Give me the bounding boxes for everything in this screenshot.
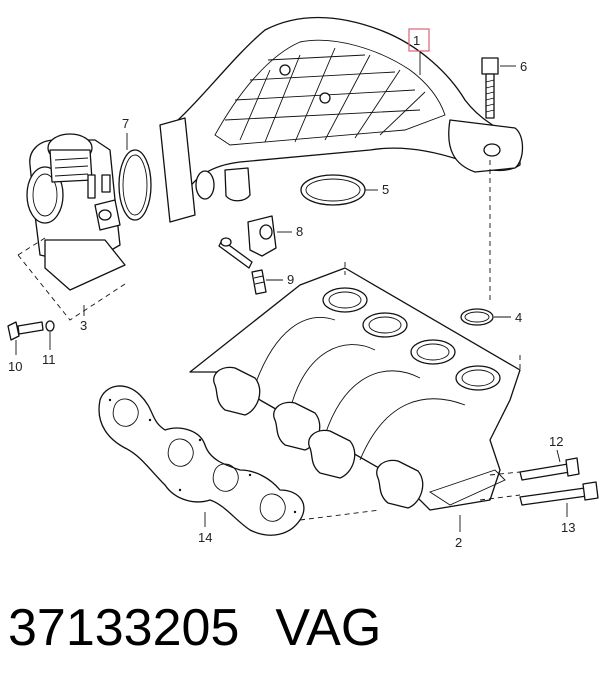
callout-12: 12 [549,434,563,449]
washer-11 [45,320,55,332]
manifold-dash-outline [344,262,521,372]
brand-name: VAG [275,599,382,657]
callout-3: 3 [80,318,87,333]
bolt-6 [481,57,499,119]
parts-diagram: 1 6 5 7 3 10 11 8 [7,16,599,550]
callout-6: 6 [520,59,527,74]
bolt-dash-line [479,471,521,501]
callout-10: 10 [8,359,22,374]
o-ring-5 [300,174,366,206]
callout-9: 9 [287,272,294,287]
throttle-body [26,133,126,291]
callout-11: 11 [42,352,56,367]
intake-gasket-14 [98,385,305,536]
gasket-7 [118,149,152,221]
callout-5: 5 [382,182,389,197]
linkage-rod [218,239,253,269]
callout-4: 4 [515,310,522,325]
bolt-10 [7,321,44,341]
callout-2: 2 [455,535,462,550]
leader-12 [556,449,561,463]
callout-13: 13 [561,520,575,535]
callout-7: 7 [122,116,129,131]
callout-14: 14 [198,530,212,545]
part-number: 37133205 [8,599,240,657]
callout-highlight-box [408,28,430,52]
upper-intake-manifold [159,16,524,223]
gasket-dash-line [299,509,381,521]
bolt-12 [519,457,580,481]
o-ring-4 [460,308,494,326]
caption: 37133205 VAG [8,598,598,678]
throttle-dash-outline [17,237,129,321]
callout-8: 8 [296,224,303,239]
callout-1: 1 [413,33,420,48]
lower-intake-manifold [189,267,521,511]
bolt-13 [519,481,599,506]
